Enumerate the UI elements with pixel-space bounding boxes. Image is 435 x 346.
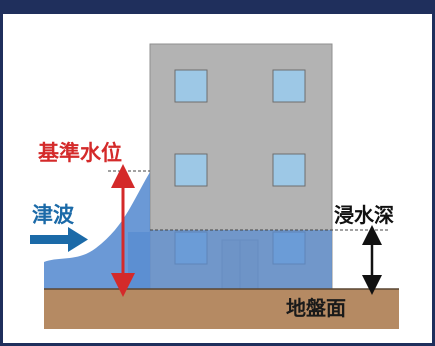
window bbox=[272, 153, 306, 187]
window bbox=[174, 153, 208, 187]
inundation-water bbox=[150, 230, 332, 290]
reference-water-level-label: 基準水位 bbox=[38, 141, 122, 165]
ground bbox=[44, 289, 399, 329]
inundation-depth-label: 浸水深 bbox=[334, 203, 394, 227]
window bbox=[272, 69, 306, 103]
tsunami-label: 津波 bbox=[32, 203, 75, 227]
inundation-water-edge bbox=[128, 232, 150, 290]
window bbox=[174, 69, 208, 103]
tsunami-arrow-shaft bbox=[30, 235, 70, 244]
ground-level-label: 地盤面 bbox=[286, 296, 346, 320]
tsunami-arrow-head bbox=[68, 227, 88, 252]
